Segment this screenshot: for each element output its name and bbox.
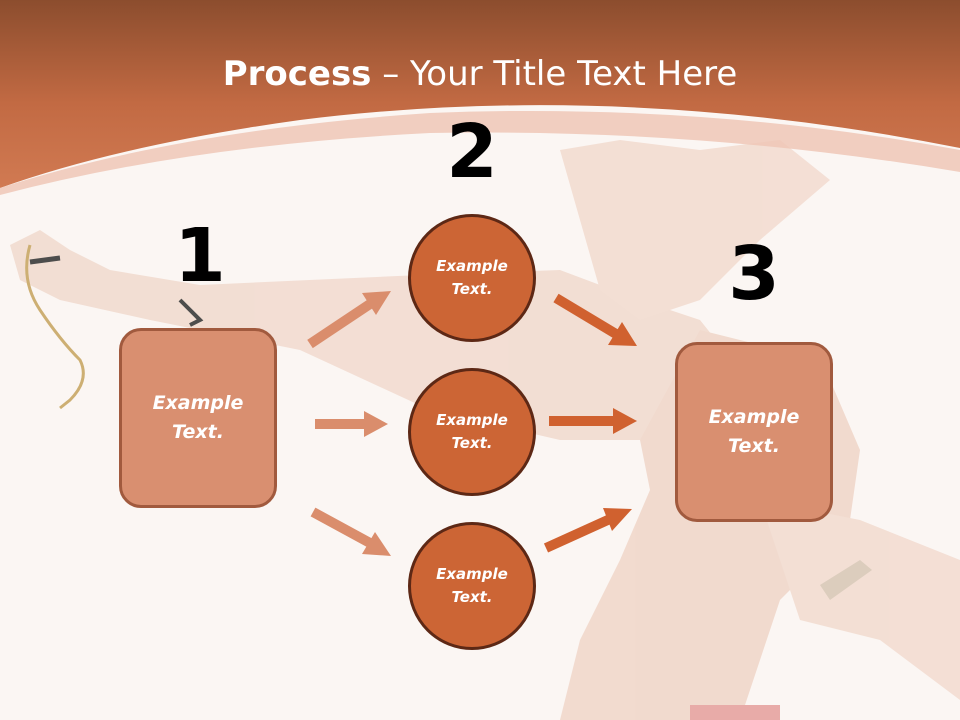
- arrows: [307, 291, 637, 556]
- step-1-box: Example Text.: [119, 328, 277, 508]
- title-bold: Process: [222, 54, 372, 94]
- arrow-bottom-to-3: [543, 508, 632, 553]
- step-number-1: 1: [174, 213, 226, 299]
- slide-title: Process – Your Title Text Here: [0, 52, 960, 96]
- step-3-text: Example Text.: [708, 406, 800, 457]
- title-rest: – Your Title Text Here: [371, 54, 738, 94]
- step-1-text: Example Text.: [152, 392, 244, 443]
- background-photo: [10, 140, 960, 720]
- arrow-top-to-3: [553, 293, 637, 346]
- circle-bottom-text: Example Text.: [436, 565, 508, 606]
- circle-middle-text: Example Text.: [436, 411, 508, 452]
- header-swoosh: [0, 110, 960, 195]
- circle-top-text: Example Text.: [436, 257, 508, 298]
- step-2-circle-middle: Example Text.: [408, 368, 536, 496]
- step-2-circle-bottom: Example Text.: [408, 522, 536, 650]
- arrow-1-to-bottom: [310, 507, 391, 556]
- arrow-middle-to-3: [549, 408, 637, 434]
- arrow-1-to-middle: [315, 411, 388, 437]
- arrow-1-to-top: [307, 291, 391, 349]
- step-3-box: Example Text.: [675, 342, 833, 522]
- step-2-circle-top: Example Text.: [408, 214, 536, 342]
- header-band: [0, 0, 960, 188]
- step-number-3: 3: [728, 231, 780, 317]
- step-number-2: 2: [446, 109, 498, 195]
